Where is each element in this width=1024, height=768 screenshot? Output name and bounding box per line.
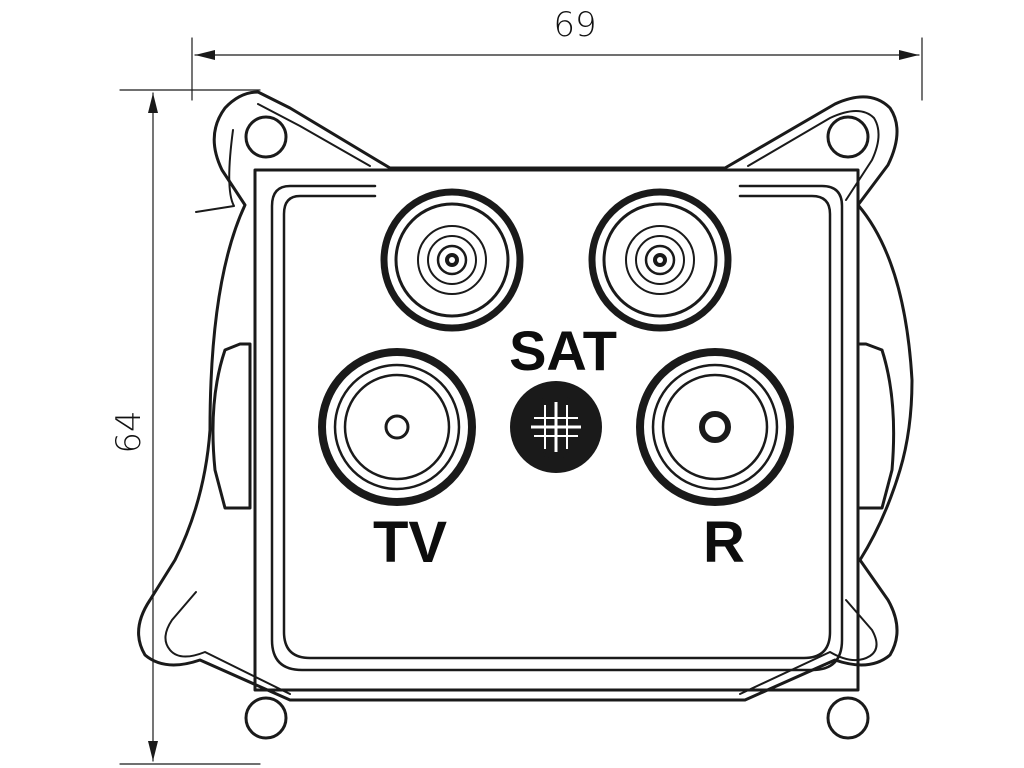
mounting-hole-top-right	[826, 115, 870, 159]
mounting-hole-bottom-right	[826, 696, 870, 740]
cover-plate	[253, 168, 860, 692]
left-clip	[211, 342, 252, 510]
tv-label: TV	[373, 510, 447, 575]
sat-connector-right	[588, 188, 732, 332]
height-arrow-bottom	[148, 741, 158, 761]
width-dimension: 69	[191, 5, 923, 101]
radio-connector	[636, 348, 794, 506]
width-arrow-right	[899, 50, 919, 60]
r-label: R	[703, 510, 745, 575]
width-dimension-label: 69	[553, 5, 596, 45]
tv-connector	[318, 348, 476, 506]
right-clip	[856, 342, 896, 510]
side-clips	[211, 342, 896, 510]
width-arrow-left	[195, 50, 215, 60]
height-arrow-top	[148, 93, 158, 113]
center-screw-icon	[510, 381, 602, 473]
mounting-holes	[244, 115, 870, 740]
height-dimension: 64	[109, 89, 261, 765]
sat-label: SAT	[509, 319, 617, 382]
sat-connector-left	[380, 188, 524, 332]
mounting-hole-top-left	[244, 115, 288, 159]
mounting-hole-bottom-left	[244, 696, 288, 740]
height-dimension-label: 64	[109, 410, 149, 453]
